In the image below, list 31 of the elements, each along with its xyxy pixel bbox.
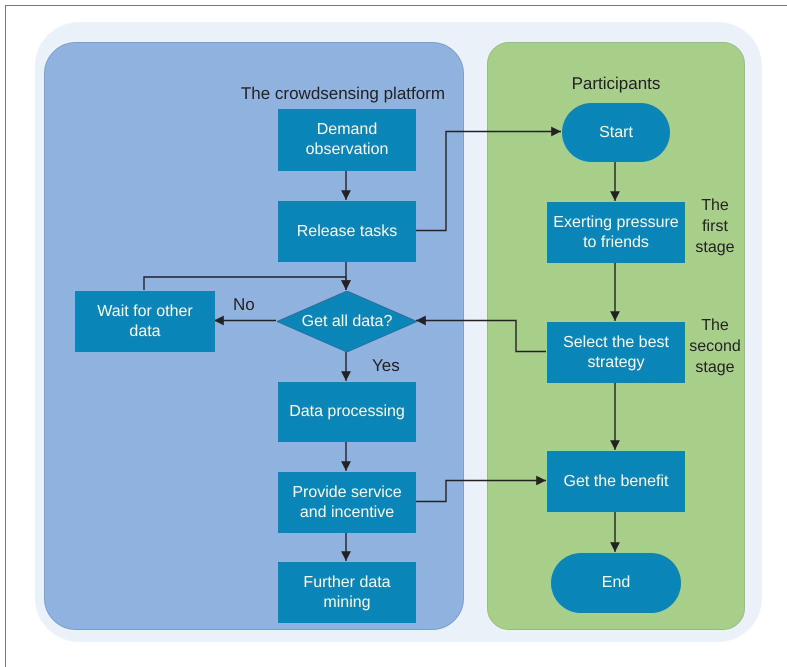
arrow: [610, 382, 620, 450]
arrow: [341, 441, 351, 471]
arrow: [341, 170, 351, 200]
arrow: [610, 161, 620, 201]
swimlane: [487, 42, 745, 630]
process-box: Release tasks: [278, 201, 416, 262]
process-box: Further data mining: [278, 562, 416, 623]
arrow: [610, 511, 620, 552]
arrow: [341, 351, 351, 381]
lane-heading: Participants: [570, 73, 662, 95]
swimlane: [44, 42, 464, 630]
process-box: Get the benefit: [547, 451, 685, 512]
arrow: [341, 532, 351, 561]
arrow: [143, 276, 351, 290]
lane-heading: The crowdsensing platform: [240, 83, 445, 105]
stage-label: The first stage: [694, 196, 736, 258]
process-box: Data processing: [278, 382, 416, 442]
process-box: Demand observation: [278, 109, 416, 171]
process-box: Provide service and incentive: [278, 472, 416, 533]
arrow: [214, 316, 276, 326]
edge-label: Yes: [372, 355, 400, 377]
arrow: [415, 126, 561, 232]
process-box: Wait for other data: [75, 291, 215, 352]
arrow: [416, 316, 546, 352]
edge-label: No: [233, 294, 255, 316]
arrow: [415, 476, 546, 502]
stage-label: The second stage: [688, 316, 742, 378]
decision-diamond: Get all data?: [277, 291, 417, 352]
terminal-pill: End: [551, 553, 681, 613]
arrow: [610, 262, 620, 321]
terminal-pill: Start: [562, 103, 670, 162]
